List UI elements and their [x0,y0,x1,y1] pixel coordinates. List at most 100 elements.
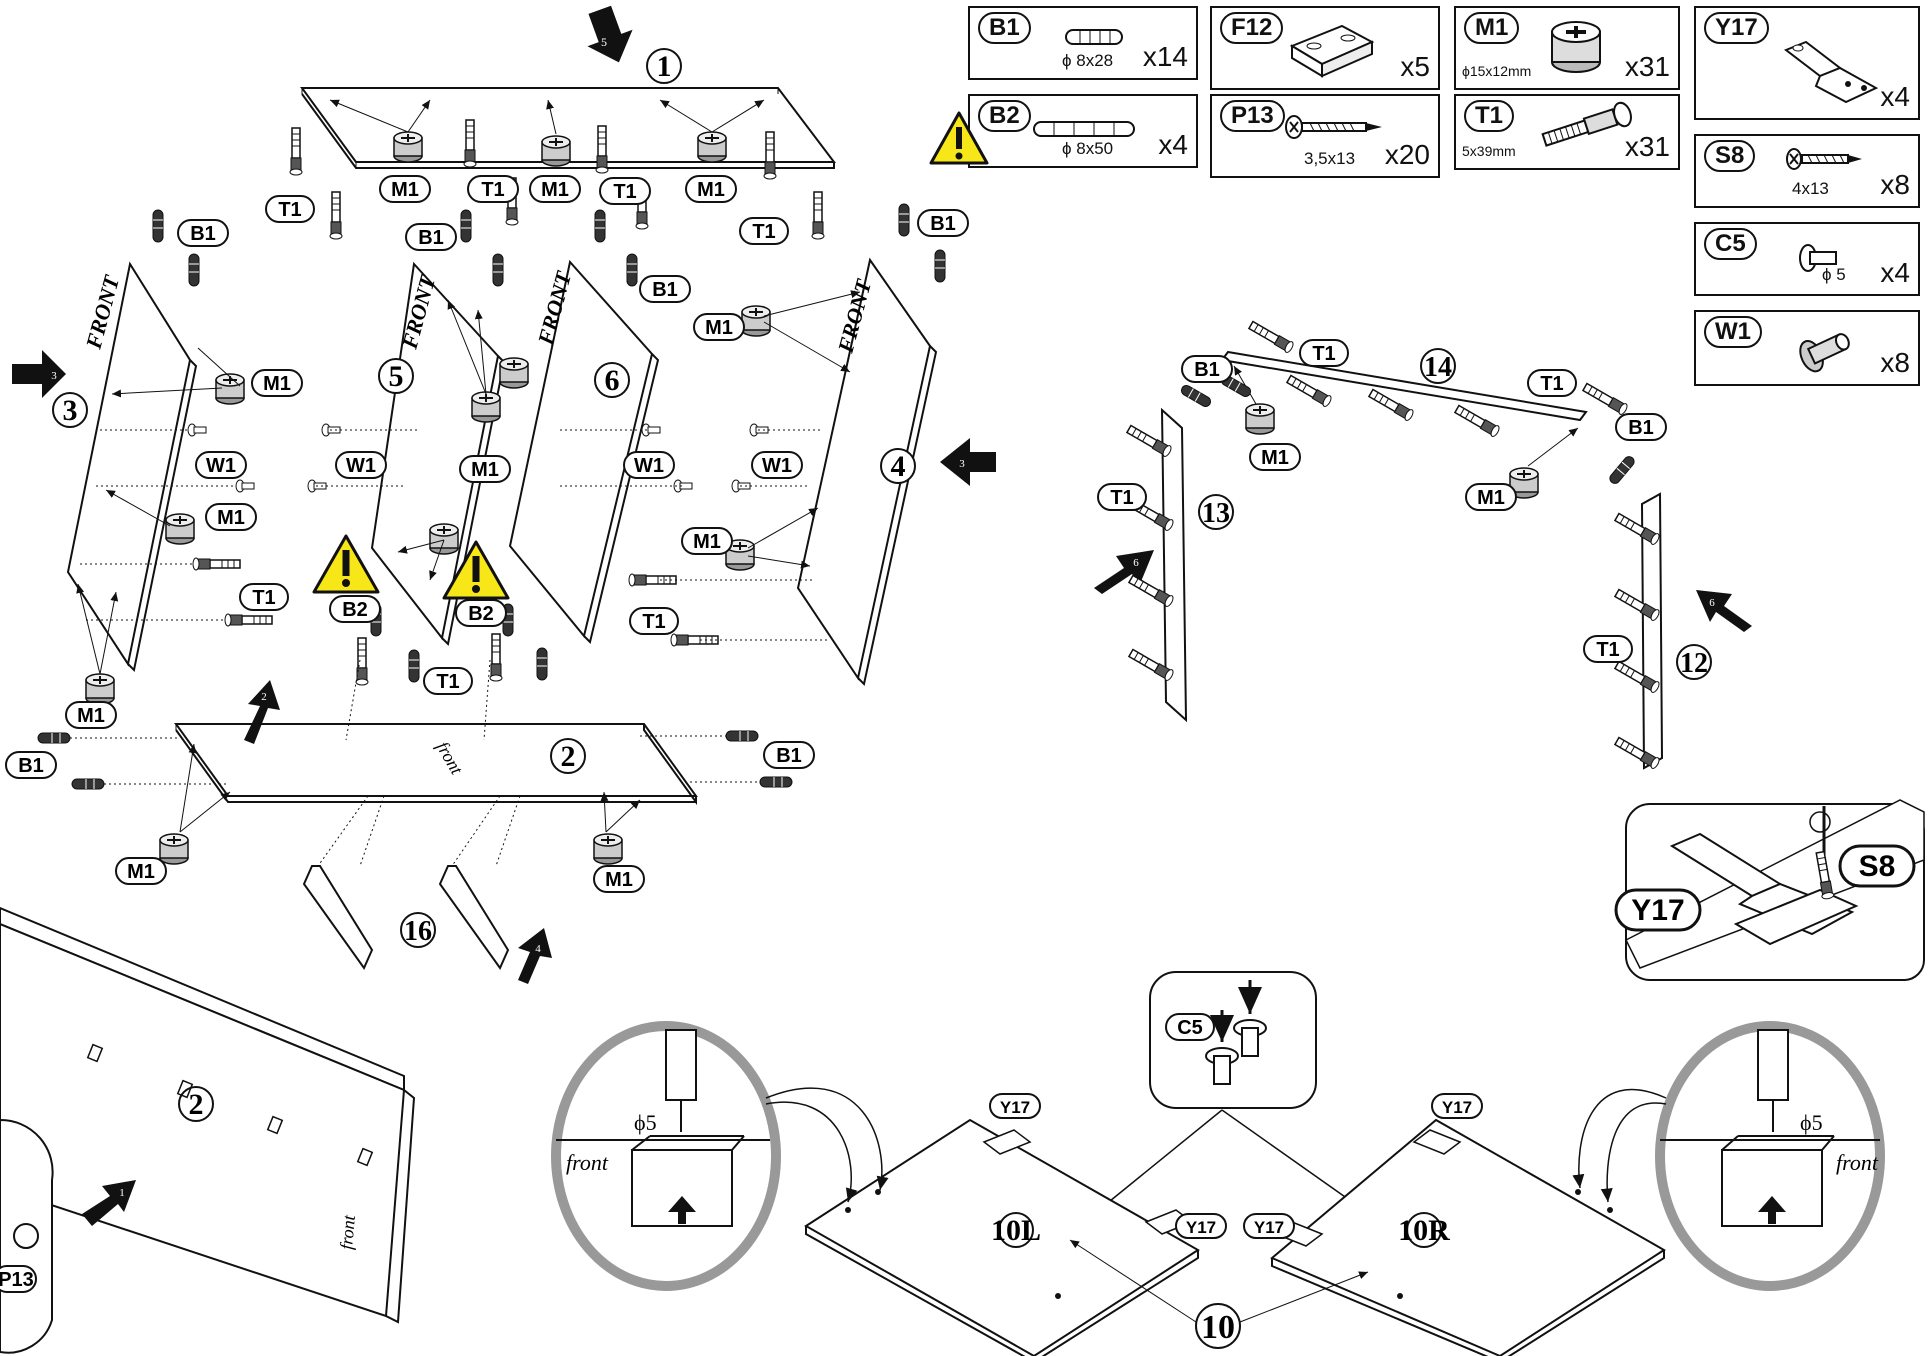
part-code: B1 [652,279,678,301]
part-code: T1 [613,181,636,203]
part-code: T1 [278,199,301,221]
diameter-label: ϕ5 [1800,1110,1823,1135]
part-code: P13 [0,1269,34,1291]
part-code: T1 [436,671,459,693]
part-box-f12: F12 x5 [1210,6,1440,90]
step-number: 1 [119,1187,125,1199]
part-qty: x14 [1142,41,1188,72]
part-code: W1 [762,455,792,477]
panel-6 [508,259,660,644]
screw-icon [1786,148,1862,170]
part-qty: x31 [1624,131,1670,162]
part-qty: x8 [1880,347,1910,378]
hinge-icon [1783,40,1879,104]
panel-number-2: 2 [189,1088,204,1121]
part-code: B1 [18,755,44,777]
part-box-s8: S8 4x13 x8 [1694,134,1920,208]
part-code: T1 [1540,373,1563,395]
part-qty: x4 [1880,81,1910,112]
part-code: T1 [752,221,775,243]
part-code: M1 [1261,447,1289,469]
step-number: 2 [261,691,267,703]
step-number: 5 [601,35,607,49]
panel-number-4: 4 [891,450,906,483]
part-box-b1: B1 ϕ 8x28 x14 [968,6,1198,80]
part-qty: x4 [1158,129,1188,160]
front-small-label: front [1836,1150,1879,1175]
cam-lock-icon [1551,21,1601,73]
part-code: B2 [342,599,368,621]
part-code: W1 [206,455,236,477]
part-code: B1 [776,745,802,767]
part-code: T1 [1110,487,1133,509]
panel-number-1: 1 [657,50,672,83]
step-number: 6 [1709,597,1715,609]
panel-10R [1270,1118,1666,1356]
part-code: Y17 [1186,1218,1216,1237]
part-box-m1: M1 ϕ15x12mm x31 [1454,6,1680,90]
part-code: Y17 [1442,1098,1472,1117]
part-qty: x20 [1384,139,1430,170]
connector-bolt-icon [1541,101,1632,147]
panel-number-14: 14 [1424,352,1452,383]
part-code: W1 [634,455,664,477]
part-code: T1 [481,179,504,201]
pin-icon [1799,244,1837,272]
part-code: B1 [1194,359,1220,381]
part-size: ϕ 5 [1822,265,1846,284]
part-box-c5: C5 ϕ 5 x4 [1694,222,1920,296]
front-small-label: front [566,1150,609,1175]
panel-number-5: 5 [389,360,404,393]
part-code: C5 [1704,228,1757,260]
panel-number-13: 13 [1202,498,1230,529]
part-size: ϕ15x12mm [1462,63,1532,79]
part-code: T1 [1312,343,1335,365]
warning-icon [312,534,380,594]
panel-number-10R: 10R [1398,1214,1450,1247]
part-box-t1: T1 5x39mm x31 [1454,94,1680,170]
panel-3 [66,261,198,673]
part-qty: x4 [1880,257,1910,288]
part-code: B1 [418,227,444,249]
part-code: M1 [693,531,721,553]
part-code: M1 [1477,487,1505,509]
part-qty: x8 [1880,169,1910,200]
part-size: 3,5x13 [1304,149,1356,168]
part-code: B1 [1628,417,1654,439]
part-code: M1 [391,179,419,201]
panel-number-6: 6 [605,364,620,397]
step-number: 3 [51,370,57,382]
part-code: M1 [705,317,733,339]
part-code: B1 [978,12,1031,44]
part-code: B2 [468,603,494,625]
part-code: T1 [1464,100,1515,132]
panel-number-16: 16 [404,916,432,947]
part-code: W1 [1704,316,1762,348]
panel-4 [796,257,938,687]
panel-number-2: 2 [561,740,576,773]
part-box-y17: Y17 x4 [1694,6,1920,120]
diameter-label: ϕ5 [634,1110,657,1135]
part-box-p13: P13 3,5x13 x20 [1210,94,1440,178]
part-code: W1 [346,455,376,477]
panel-number-12: 12 [1680,648,1708,679]
part-code: P13 [1220,100,1285,132]
part-box-w1: W1 x8 [1694,310,1920,386]
part-code: Y17 [1254,1218,1284,1237]
front-small-label: front [336,1213,359,1250]
part-code: M1 [217,507,245,529]
part-size: 5x39mm [1462,143,1516,159]
dowel-icon [1065,29,1123,45]
part-code: M1 [697,179,725,201]
part-code: T1 [252,587,275,609]
step-number: 3 [959,458,965,470]
part-code: B1 [930,213,956,235]
part-code: T1 [642,611,665,633]
part-code: M1 [471,459,499,481]
part-code: M1 [541,179,569,201]
part-code: C5 [1177,1017,1203,1039]
panel-number-10: 10 [1201,1309,1235,1346]
bracket-icon [1289,24,1375,78]
part-code: B2 [978,100,1031,132]
